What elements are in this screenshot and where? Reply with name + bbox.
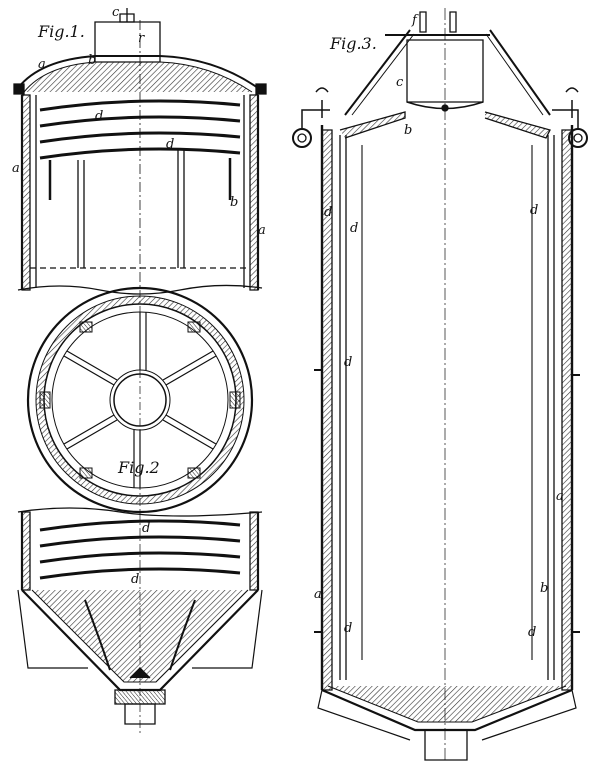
fig3-label-f: f [412,13,417,28]
fig1-label-a-left: a [12,161,20,176]
fig1-label-b-right: b [230,195,239,210]
fig2-drawing [28,288,252,512]
fig1-label-c: c [112,5,120,20]
fig3-title: Fig.3. [330,34,377,53]
fig3-label-d-mid: d [344,355,353,370]
fig3-label-a-left: a [314,587,322,602]
fig3-label-d-right-bottom: d [528,625,537,640]
fig3-label-d-left-bottom: d [344,621,353,636]
fig1-label-a-top: a [38,57,46,72]
fig1-label-b-top: b [88,53,97,68]
fig1-lower-drawing [18,508,262,735]
fig2-title: Fig.2 [118,458,160,477]
fig1-label-d2: d [166,137,175,152]
fig1-lower-label-d2: d [131,572,140,587]
fig3-label-d-left-top: d [324,205,333,220]
fig3-label-d-right-top: d [530,203,539,218]
fig3-label-d-left-2: d [350,221,359,236]
fig1-lower-label-d1: d [142,521,151,536]
fig1-label-a-right: a [258,223,266,238]
fig1-title: Fig.1. [38,22,85,41]
fig3-drawing [293,8,587,760]
fig1-label-d1: d [95,109,104,124]
fig3-label-b: b [404,123,413,138]
fig3-label-b-right: b [540,581,549,596]
fig1-drawing [14,8,266,294]
fig1-label-r: r [138,31,145,46]
fig3-label-a-right: a [556,489,564,504]
fig3-label-c: c [396,75,404,90]
